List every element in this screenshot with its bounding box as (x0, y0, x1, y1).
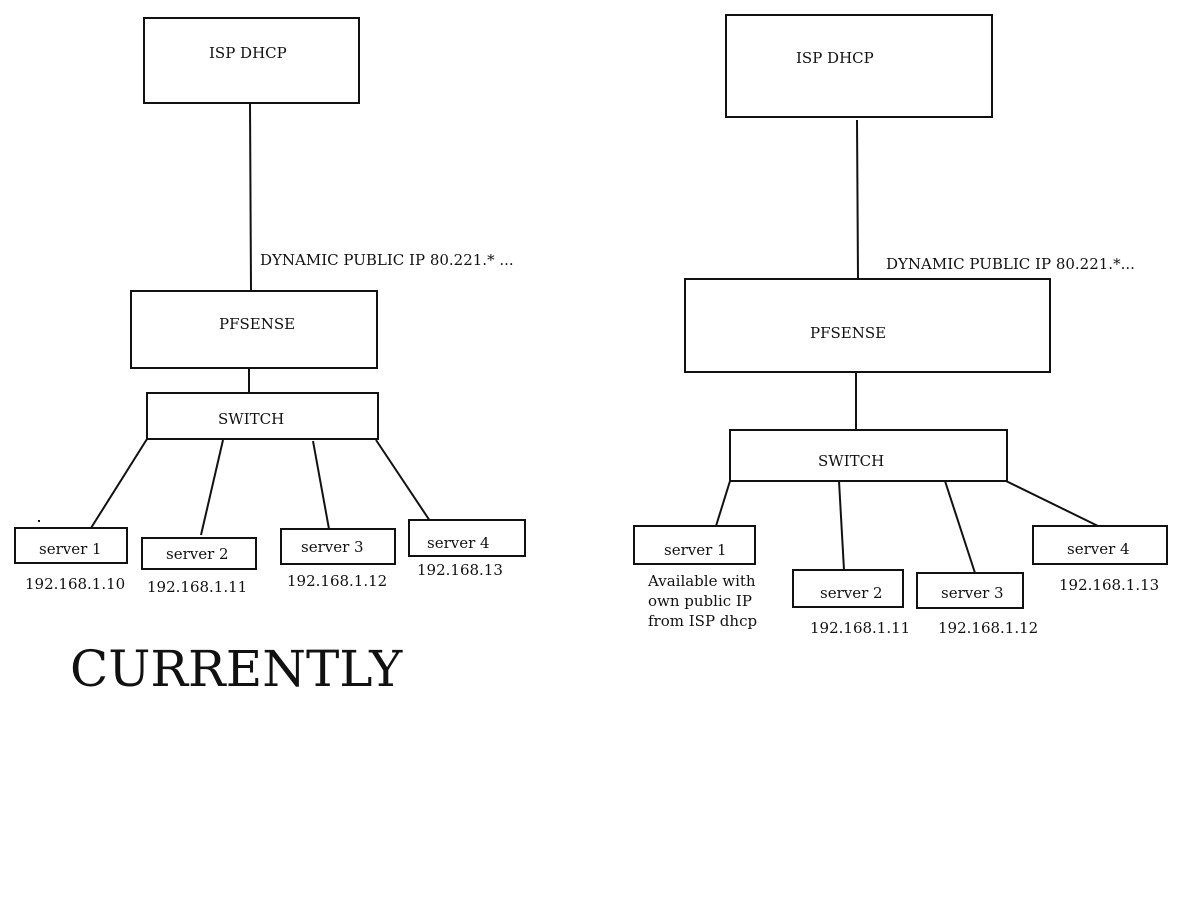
link-switch-server3-right (944, 480, 976, 574)
server-4-ip: 192.168.1.13 (1059, 576, 1160, 594)
isp-dhcp-box (725, 14, 993, 118)
server-4-box (408, 519, 526, 557)
stray-dot (38, 520, 40, 522)
isp-dhcp-label: ISP DHCP (796, 49, 874, 67)
link-isp-pfsense-right (856, 119, 859, 280)
isp-dhcp-box (143, 17, 360, 104)
server-2-label: server 2 (820, 584, 883, 602)
wan-ip-label: DYNAMIC PUBLIC IP 80.221.*... (886, 255, 1135, 273)
wan-ip-label: DYNAMIC PUBLIC IP 80.221.* ... (260, 251, 514, 269)
pfsense-box (130, 290, 378, 369)
link-switch-server3-left (312, 440, 330, 530)
server-1-box (633, 525, 756, 565)
switch-box (146, 392, 379, 440)
server-4-box (1032, 525, 1168, 565)
pfsense-label: PFSENSE (219, 315, 296, 333)
server-3-label: server 3 (941, 584, 1004, 602)
server-4-label: server 4 (1067, 540, 1130, 558)
server-2-box (792, 569, 904, 608)
link-switch-server4-left (375, 439, 431, 522)
server-2-label: server 2 (166, 545, 229, 563)
link-switch-server4-right (1005, 480, 1099, 527)
switch-label: SWITCH (218, 410, 285, 428)
server-2-box (141, 537, 257, 570)
server-3-box (280, 528, 396, 565)
server-3-box (916, 572, 1024, 609)
link-switch-server1-left (90, 438, 148, 529)
server-2-ip: 192.168.1.11 (147, 578, 248, 596)
server-3-label: server 3 (301, 538, 364, 556)
server-1-note: Available with own public IP from ISP dh… (648, 571, 798, 631)
server-3-ip: 192.168.1.12 (938, 619, 1039, 637)
isp-dhcp-label: ISP DHCP (209, 44, 287, 62)
server-1-label: server 1 (39, 540, 102, 558)
server-1-note-line: from ISP dhcp (648, 612, 758, 630)
link-switch-server1-right (715, 480, 731, 527)
server-1-note-line: own public IP (648, 592, 752, 610)
pfsense-label: PFSENSE (810, 324, 887, 342)
server-4-ip: 192.168.13 (417, 561, 503, 579)
server-1-label: server 1 (664, 541, 727, 559)
server-2-ip: 192.168.1.11 (810, 619, 911, 637)
server-1-box (14, 527, 128, 564)
link-isp-pfsense-left (249, 102, 252, 292)
pfsense-box (684, 278, 1051, 373)
link-switch-server2-right (838, 480, 845, 571)
link-switch-server2-left (200, 439, 224, 536)
server-3-ip: 192.168.1.12 (287, 572, 388, 590)
server-1-ip: 192.168.1.10 (25, 575, 126, 593)
switch-label: SWITCH (818, 452, 885, 470)
server-1-note-line: Available with (648, 572, 756, 590)
switch-box (729, 429, 1008, 482)
server-4-label: server 4 (427, 534, 490, 552)
currently-caption: CURRENTLY (70, 640, 403, 698)
